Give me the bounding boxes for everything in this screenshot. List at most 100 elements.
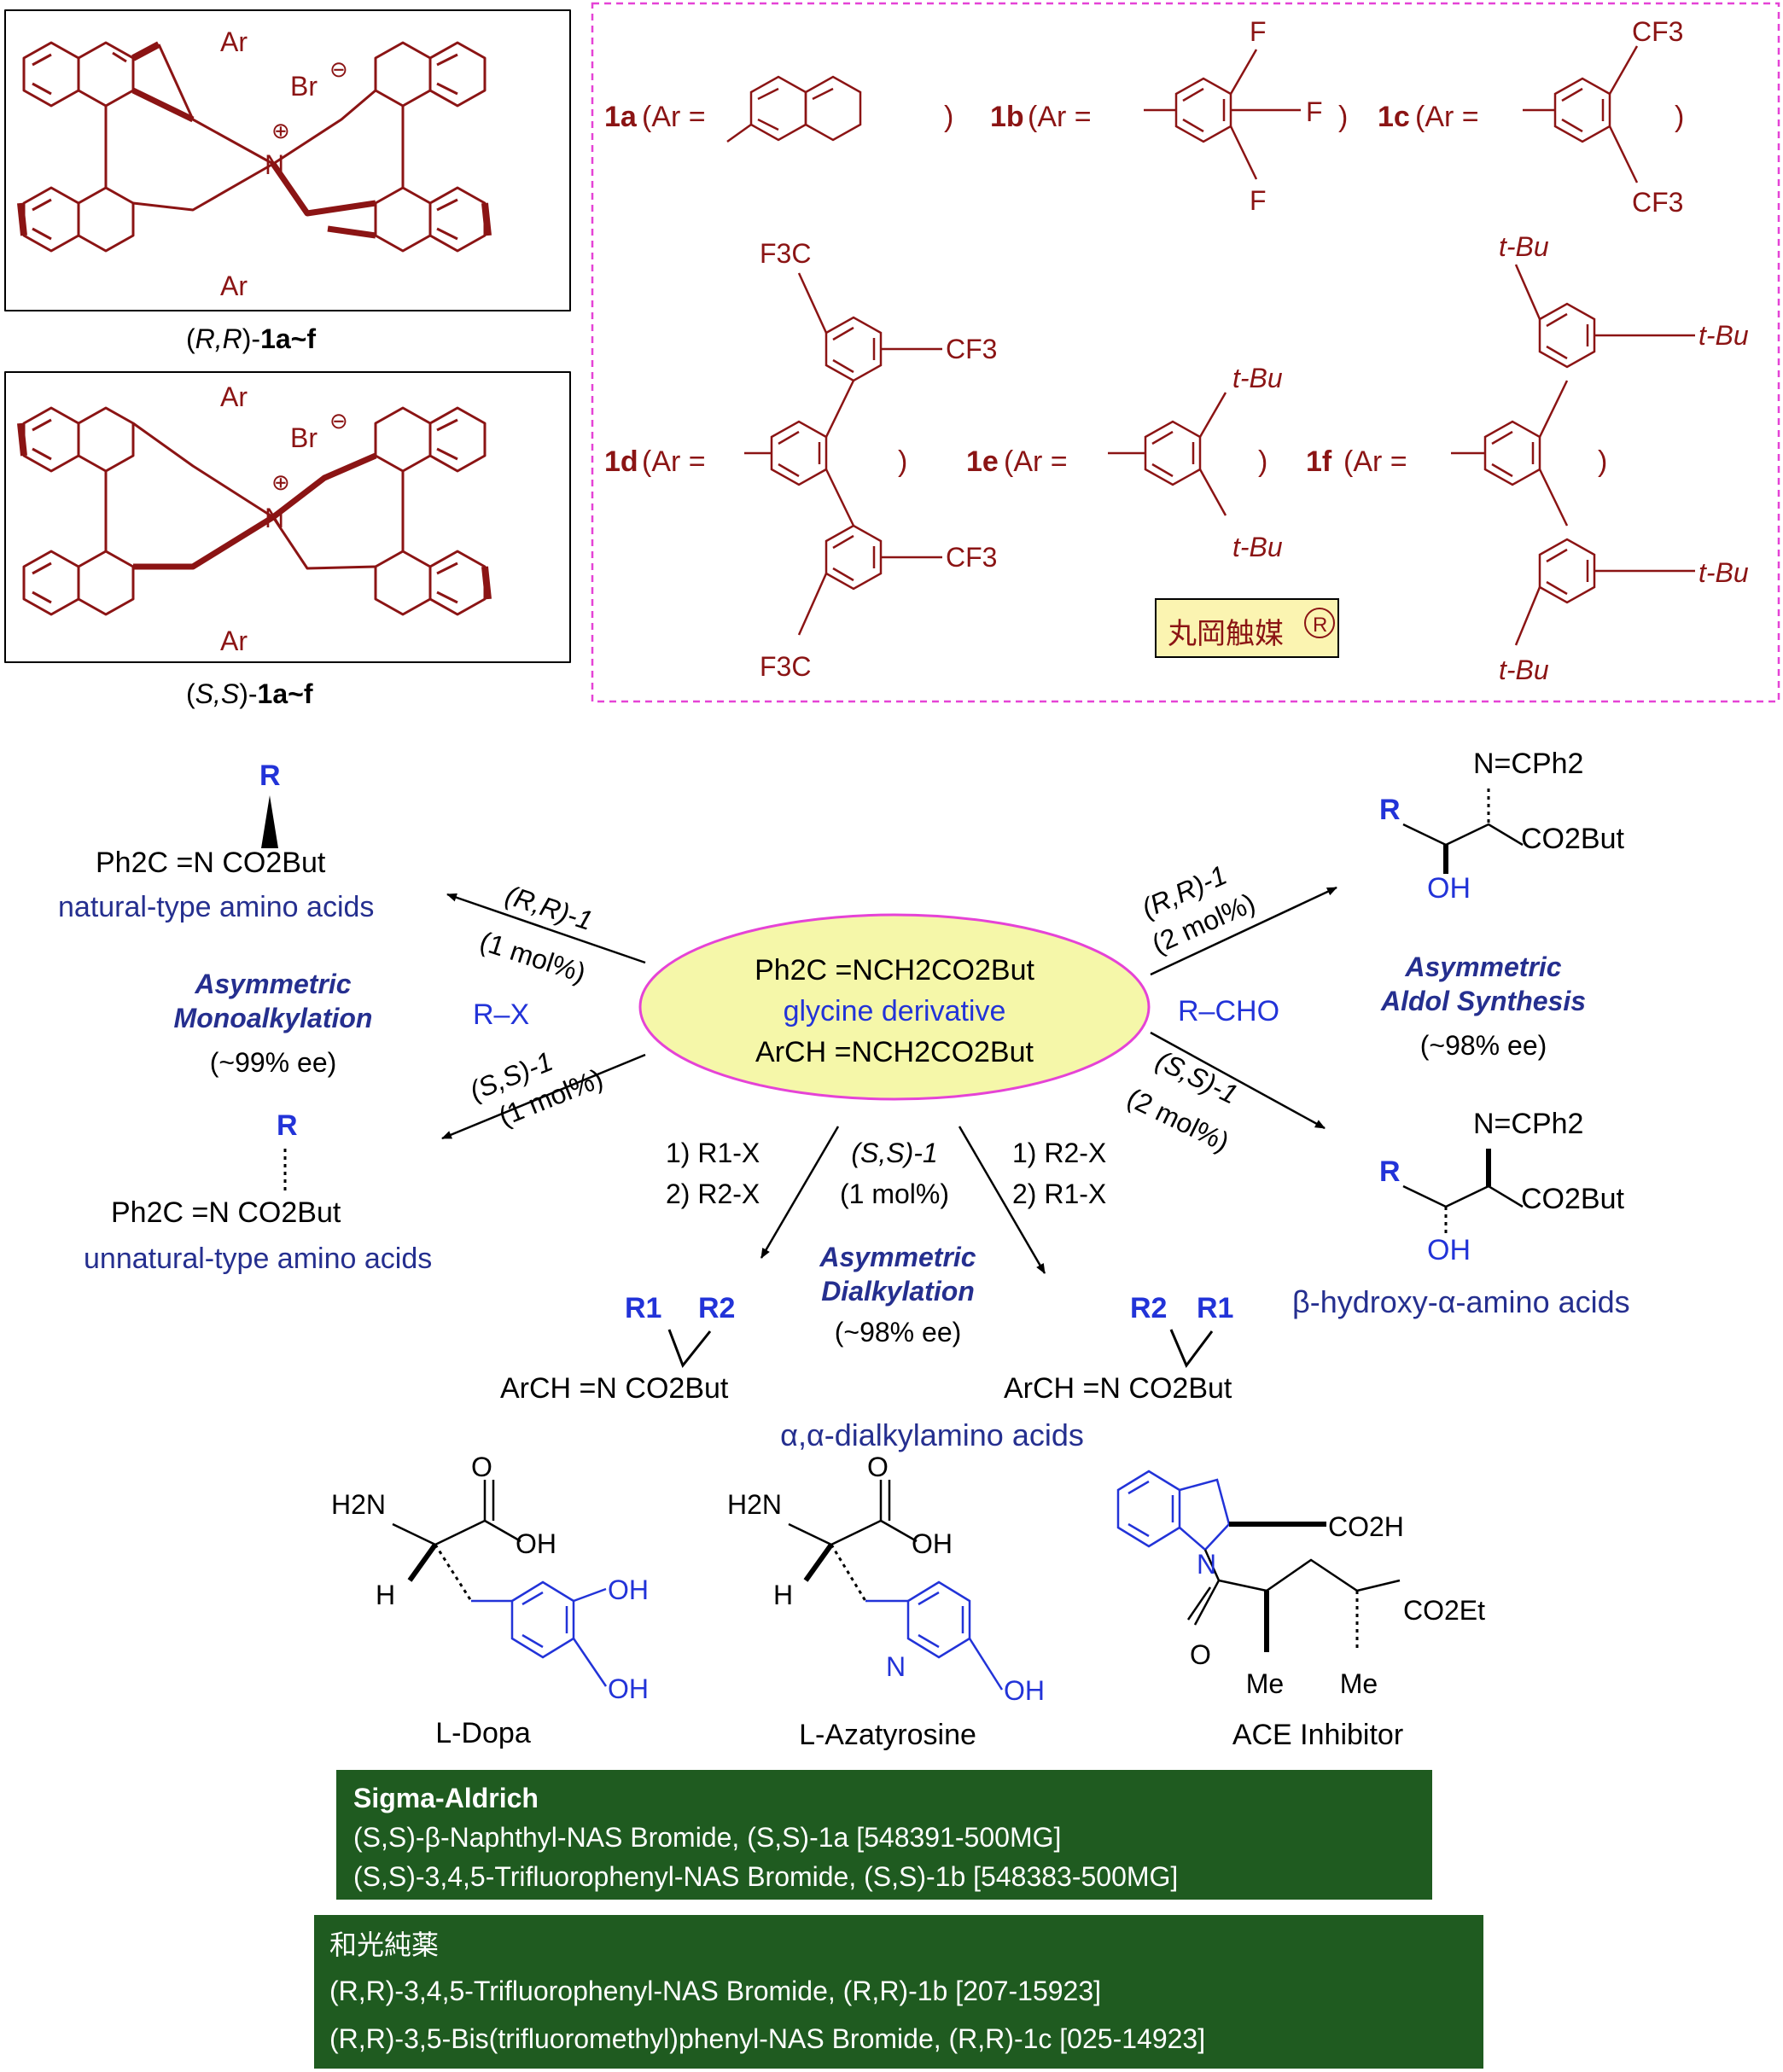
ar-1c-ring <box>1523 45 1639 183</box>
catalyst-ss-counterion: Br <box>290 422 318 453</box>
ar-1f-close: ) <box>1598 445 1607 478</box>
ar-1d-close: ) <box>898 445 907 478</box>
natural-name: natural-type amino acids <box>58 891 374 923</box>
ar-1b-f-top: F <box>1250 16 1267 47</box>
arrow-to-dialkyl-right <box>958 1126 1046 1274</box>
catalyst-ss-label: (S,S)-1a~f <box>186 678 313 709</box>
natural-formula: Ph2C =N CO2But <box>96 847 326 879</box>
dialkyl-loading: (1 mol%) <box>840 1179 949 1209</box>
ar-1d-prefix: (Ar = <box>642 445 706 478</box>
l-dopa-h: H <box>376 1580 395 1610</box>
sigma-aldrich-heading: Sigma-Aldrich <box>353 1783 539 1813</box>
dialkyl-right-step-1: 1) R2-X <box>1012 1138 1106 1168</box>
natural-r-group: R <box>259 760 281 792</box>
l-dopa-h2n: H2N <box>331 1489 386 1520</box>
ar-1a-naphthyl <box>726 75 862 143</box>
mono-reagent: R–X <box>473 998 529 1031</box>
ar-1f-tbu-upper: t-Bu <box>1699 320 1749 351</box>
ar-1e-prefix: (Ar = <box>1004 445 1068 478</box>
substrate-line-3: ArCH =NCH2CO2But <box>755 1036 1034 1068</box>
ar-1d-id: 1d <box>604 445 638 478</box>
l-azatyrosine-acid-oh: OH <box>912 1528 953 1559</box>
ace-inhibitor-co2h: CO2H <box>1328 1511 1404 1542</box>
ar-1b-f-mid: F <box>1306 96 1323 127</box>
aldol-title-line-1: Asymmetric <box>1404 952 1561 982</box>
arrow-to-dialkyl-left <box>760 1126 840 1259</box>
dialkyl-catalyst: (S,S)-1 <box>851 1138 937 1168</box>
ar-1c-id: 1c <box>1378 101 1410 133</box>
mono-arrow-loading-rr: (1 mol%) <box>476 925 590 988</box>
l-dopa-oh-lower: OH <box>608 1673 649 1704</box>
aldol-bottom-imine: N=CPh2 <box>1473 1108 1583 1140</box>
aldol-bottom-ester: CO2But <box>1521 1183 1624 1215</box>
ar-1b-close: ) <box>1338 101 1348 133</box>
aldol-top-r-group: R <box>1379 794 1401 826</box>
unnatural-formula: Ph2C =N CO2But <box>111 1196 341 1229</box>
ar-1b-prefix: (Ar = <box>1028 101 1092 133</box>
aldol-top-oh: OH <box>1427 872 1471 905</box>
dialkyl-left-bonds <box>667 1329 712 1368</box>
sigma-aldrich-line-2: (S,S)-3,4,5-Trifluorophenyl-NAS Bromide,… <box>353 1861 1178 1892</box>
catalyst-ss-structure <box>4 371 571 663</box>
catalyst-rr-counterion: Br <box>290 71 318 102</box>
catalyst-rr-ar-top: Ar <box>220 26 248 57</box>
catalyst-rr-label: (R,R)-1a~f <box>186 323 316 354</box>
ar-1d-f3c-bottom: F3C <box>760 651 811 682</box>
dialkyl-left-step-1: 1) R1-X <box>666 1138 760 1168</box>
dialkyl-right-step-2: 2) R1-X <box>1012 1179 1106 1209</box>
ar-1e-tbu-top: t-Bu <box>1232 363 1283 393</box>
ar-1a-id: 1a <box>604 101 638 133</box>
catalyst-ss-ar-top: Ar <box>220 381 248 412</box>
ar-definition-box <box>591 2 1780 703</box>
catalyst-ss-frame <box>4 371 571 663</box>
dialkyl-left-step-2: 2) R2-X <box>666 1179 760 1209</box>
mono-title-line-1: Asymmetric <box>194 969 351 999</box>
registered-mark-letter: R <box>1313 614 1327 637</box>
substrate-line-2: glycine derivative <box>784 995 1006 1027</box>
ar-1f-terphenyl <box>1451 264 1695 646</box>
dialkyl-right-r-b: R1 <box>1197 1292 1233 1324</box>
mono-arrow-catalyst-rr: (R,R)-1 <box>502 879 597 936</box>
ace-inhibitor-me-left: Me <box>1246 1668 1284 1699</box>
ace-inhibitor-me-right: Me <box>1340 1668 1378 1699</box>
sigma-aldrich-line-1: (S,S)-β-Naphthyl-NAS Bromide, (S,S)-1a [… <box>353 1822 1061 1853</box>
ar-1e-id: 1e <box>966 445 999 478</box>
ar-1c-cf3-top: CF3 <box>1632 16 1683 47</box>
dialkyl-right-r-a: R2 <box>1130 1292 1167 1324</box>
dialkyl-right-formula: ArCH =N CO2But <box>1004 1372 1232 1405</box>
wako-heading: 和光純薬 <box>329 1929 439 1960</box>
ar-1e-close: ) <box>1258 445 1267 478</box>
catalyst-ss-minus: ⊖ <box>329 408 348 434</box>
arrow-to-unnatural <box>441 1053 646 1140</box>
arrow-to-natural <box>446 893 646 964</box>
ar-1c-cf3-bottom: CF3 <box>1632 187 1683 218</box>
dialkyl-title-line-2: Dialkylation <box>821 1276 975 1307</box>
mono-title-line-2: Monoalkylation <box>174 1003 373 1033</box>
wako-box <box>314 1915 1483 2069</box>
ar-1a-close: ) <box>944 101 953 133</box>
ar-1f-id: 1f <box>1306 445 1332 478</box>
unnatural-r-group: R <box>277 1109 298 1142</box>
aldol-top-skeleton <box>1402 789 1524 874</box>
arrow-to-aldol-bottom <box>1150 1031 1326 1130</box>
mono-ee: (~99% ee) <box>210 1047 337 1078</box>
catalyst-rr-nitrogen: N <box>265 149 284 180</box>
ar-1d-cf3-lower: CF3 <box>946 542 997 573</box>
ar-1d-f3c-top: F3C <box>760 238 811 269</box>
ar-1d-terphenyl <box>744 272 942 636</box>
aldol-bottom-r-group: R <box>1379 1155 1401 1188</box>
reaction-arrows <box>441 886 1337 1274</box>
dialkyl-product-name: α,α-dialkylamino acids <box>780 1417 1084 1452</box>
l-dopa-name: L-Dopa <box>435 1717 531 1749</box>
aldol-title-line-2: Aldol Synthesis <box>1380 986 1586 1016</box>
l-dopa-oh-upper: OH <box>608 1574 649 1605</box>
ar-1c-prefix: (Ar = <box>1415 101 1479 133</box>
ar-1b-ring <box>1144 49 1301 180</box>
ar-1f-prefix: (Ar = <box>1343 445 1407 478</box>
catalyst-rr-minus: ⊖ <box>329 56 348 82</box>
aldol-product-name: β-hydroxy-α-amino acids <box>1292 1284 1630 1319</box>
dialkyl-ee: (~98% ee) <box>835 1317 962 1347</box>
substrate-line-1: Ph2C =NCH2CO2But <box>755 954 1034 987</box>
dialkyl-title-line-1: Asymmetric <box>819 1242 976 1272</box>
